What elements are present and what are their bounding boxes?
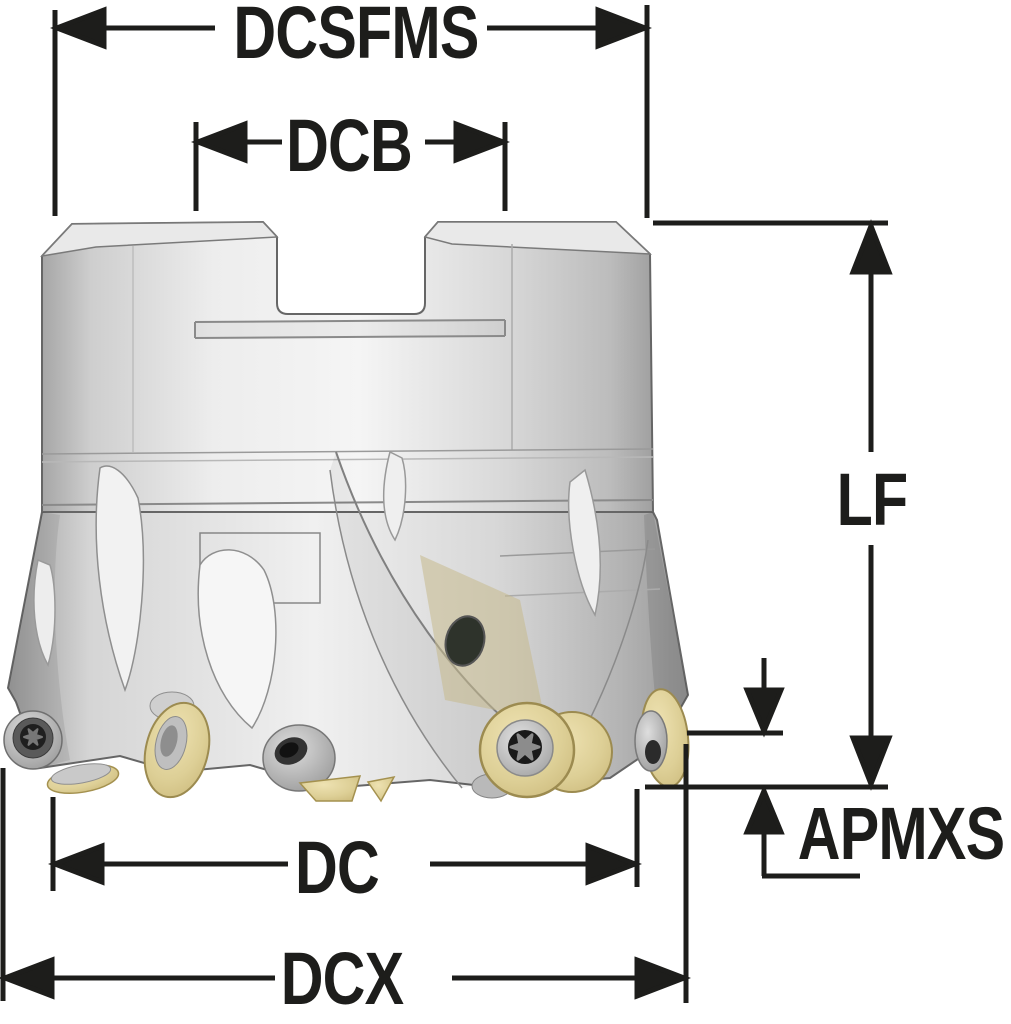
flare-right-shadow bbox=[644, 512, 688, 744]
milling-cutter-body bbox=[3, 220, 690, 803]
dcsfms-arrow-left bbox=[50, 6, 107, 50]
dcb-arrow-left bbox=[191, 120, 248, 164]
insert-tilted-left bbox=[143, 691, 211, 799]
dcx-arrow-left bbox=[0, 956, 55, 1000]
hub-groove-band bbox=[194, 319, 506, 339]
lf-arrow-up bbox=[849, 219, 893, 275]
dc-arrow-right bbox=[585, 842, 642, 886]
dimension-label-dc: DC bbox=[295, 826, 380, 909]
dcx-arrow-right bbox=[634, 956, 691, 1000]
dcsfms-arrow-right bbox=[595, 6, 652, 50]
dimension-label-dcx: DCX bbox=[280, 937, 404, 1020]
coolant-hole bbox=[444, 615, 486, 667]
cutter-top-face-right bbox=[423, 221, 652, 255]
dcb-arrow-right bbox=[453, 120, 510, 164]
dimension-annotations bbox=[0, 5, 893, 1003]
dcx-dimension bbox=[0, 744, 691, 1003]
lf-arrow-down bbox=[849, 735, 893, 791]
dc-dimension bbox=[48, 789, 642, 891]
apmxs-dimension bbox=[687, 658, 860, 879]
apmxs-arrow-up bbox=[743, 784, 785, 835]
pocket-leaf-left bbox=[95, 465, 145, 693]
dc-arrow-left bbox=[48, 842, 105, 886]
pocket-leaf-right bbox=[567, 468, 601, 618]
dimension-label-lf: LF bbox=[836, 458, 909, 541]
pocket-leaf-far-left bbox=[33, 558, 56, 667]
dcb-dimension bbox=[191, 120, 510, 211]
insert-seat-boss bbox=[262, 724, 336, 792]
dimension-label-dcsfms: DCSFMS bbox=[233, 0, 479, 74]
dcsfms-dimension bbox=[50, 5, 652, 218]
insert-front-main bbox=[471, 701, 613, 799]
cutter-top-face-left bbox=[39, 221, 279, 258]
dimension-label-apmxs: APMXS bbox=[797, 792, 1005, 875]
insert-sliver-bottom bbox=[298, 775, 362, 802]
insert-right-edge bbox=[634, 688, 690, 788]
pocket-leaf-mid bbox=[382, 450, 407, 542]
insert-far-left bbox=[3, 710, 120, 794]
apmxs-arrow-down bbox=[743, 687, 785, 738]
pocket-leaf-center bbox=[197, 549, 277, 730]
insert-sliver-small bbox=[366, 775, 396, 803]
dimension-label-dcb: DCB bbox=[286, 104, 413, 187]
